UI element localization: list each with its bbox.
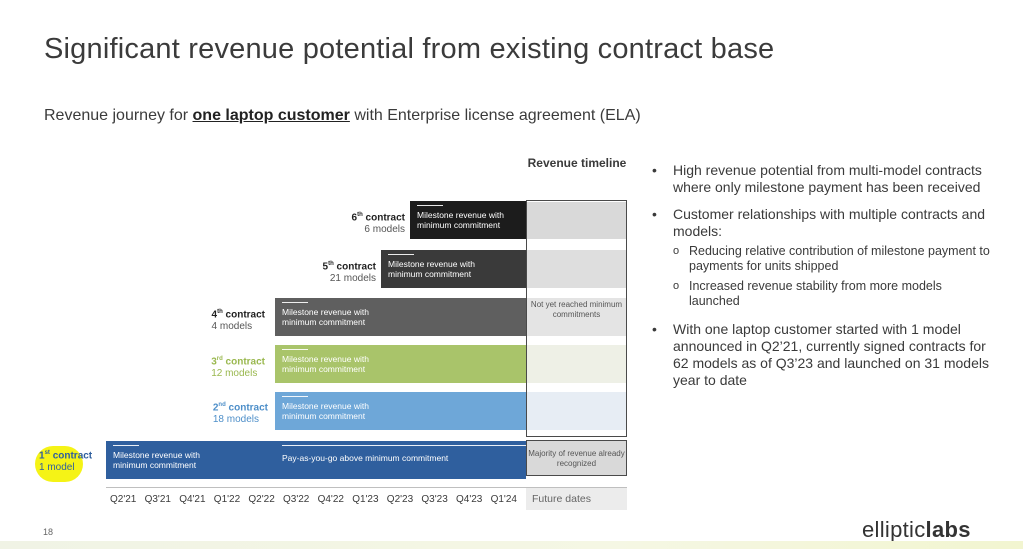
page-number: 18 <box>43 527 54 537</box>
bullet-item: •High revenue potential from multi-model… <box>652 162 982 195</box>
quarter-tick: Q3'23 <box>421 494 448 505</box>
label-contract-1: 1st contract 1 model <box>39 450 93 474</box>
quarter-tick: Q1'22 <box>213 494 241 505</box>
bar-contract-1-text: Milestone revenue with minimum commitmen… <box>113 450 200 470</box>
bullet-item: •Customer relationships with multiple co… <box>652 206 986 239</box>
timeline-cell-6 <box>527 202 626 239</box>
timeline-cell-2 <box>527 392 626 430</box>
quarter-tick: Q2'23 <box>386 494 414 505</box>
quarter-tick: Q3'22 <box>283 494 310 505</box>
label-contract-3: 3rd contract 12 models <box>211 356 265 380</box>
timeline-header: Revenue timeline <box>527 156 627 170</box>
bullet-list: •High revenue potential from multi-model… <box>650 162 995 399</box>
models-contract-5: 21 models <box>329 273 376 285</box>
quarter-tick: Q4'23 <box>456 494 483 505</box>
axis-line <box>106 487 627 488</box>
label-contract-6: 6th contract 6 models <box>351 212 405 236</box>
subtitle-suffix: with Enterprise license agreement (ELA) <box>349 107 641 124</box>
models-contract-6: 6 models <box>364 224 405 236</box>
bar-contract-5-text: Milestone revenue with minimum commitmen… <box>388 259 475 279</box>
models-contract-1: 1 model <box>39 462 75 474</box>
quarter-tick: Q1'24 <box>490 494 517 505</box>
bullet-item: •With one laptop customer started with 1… <box>652 321 989 388</box>
timeline-cell-5 <box>527 250 626 288</box>
bar-contract-5: Milestone revenue with minimum commitmen… <box>381 250 526 288</box>
footer-strip <box>0 541 1023 549</box>
quarter-tick: Q1'23 <box>352 494 379 505</box>
company-logo: ellipticlabs <box>862 517 971 542</box>
bar-contract-6: Milestone revenue with minimum commitmen… <box>410 201 526 239</box>
models-contract-3: 12 models <box>211 368 258 380</box>
timeline-cell-4 <box>527 298 626 336</box>
label-contract-2: 2nd contract 18 models <box>212 402 268 426</box>
subtitle-emphasis: one laptop customer <box>192 107 350 124</box>
label-contract-5: 5th contract 21 models <box>322 261 376 285</box>
label-contract-4: 4th contract 4 models <box>211 309 265 333</box>
bar-contract-2: Milestone revenue with minimum commitmen… <box>275 392 526 430</box>
bar-contract-4-text: Milestone revenue with minimum commitmen… <box>282 307 369 327</box>
bar-contract-1: Milestone revenue with minimum commitmen… <box>106 441 526 479</box>
bar-contract-1-text2: Pay-as-you-go above minimum commitment <box>282 453 449 463</box>
future-dates-band <box>526 487 627 510</box>
bar-contract-3-text: Milestone revenue with minimum commitmen… <box>282 354 369 374</box>
timeline-cell-3 <box>527 345 626 383</box>
subtitle: Revenue journey for one laptop customer … <box>44 107 641 125</box>
bar-contract-6-text: Milestone revenue with minimum commitmen… <box>417 210 504 230</box>
quarter-tick: Q2'21 <box>110 494 137 505</box>
models-contract-4: 4 models <box>211 321 253 333</box>
quarter-tick: Q4'21 <box>179 494 206 505</box>
quarter-tick: Q2'22 <box>248 494 275 505</box>
bar-contract-4: Milestone revenue with minimum commitmen… <box>275 298 526 336</box>
subtitle-prefix: Revenue journey for <box>44 107 193 124</box>
page-title: Significant revenue potential from exist… <box>44 33 775 65</box>
timeline-box <box>526 200 627 437</box>
highlight-marker <box>35 446 83 482</box>
timeline-majority-box: Majority of revenue already recognized <box>526 440 627 476</box>
bar-contract-2-text: Milestone revenue with minimum commitmen… <box>282 401 369 421</box>
future-dates-label: Future dates <box>532 493 591 505</box>
bar-contract-3: Milestone revenue with minimum commitmen… <box>275 345 526 383</box>
timeline-not-yet-text: Not yet reached minimum commitments <box>530 300 623 319</box>
quarter-tick: Q3'21 <box>144 494 171 505</box>
quarter-tick: Q4'22 <box>317 494 344 505</box>
models-contract-2: 18 models <box>212 414 259 426</box>
